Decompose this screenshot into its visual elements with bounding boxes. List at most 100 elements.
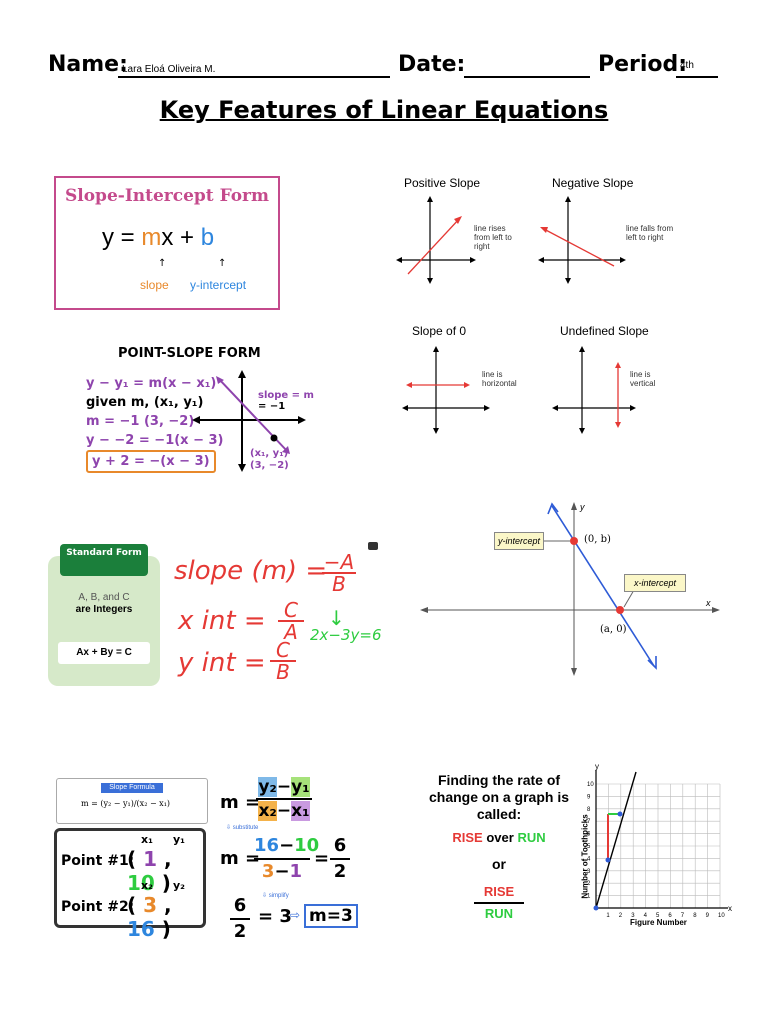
undefined-slope-graph <box>552 346 636 434</box>
negative-slope-graph <box>538 196 626 284</box>
y-intercept-callout: y-intercept <box>494 532 544 550</box>
graph-y-axis: y <box>580 502 585 512</box>
name-underline <box>118 76 390 78</box>
slope-formula-box: Slope Formula m = (y₂ − y₁)/(x₂ − x₁) <box>56 778 208 824</box>
m-equals-1: m = <box>220 792 261 813</box>
corner-mark-icon <box>368 542 378 550</box>
slope-substituted-fraction: 16−10 3−1 <box>254 835 320 882</box>
point2-label: Point #2: <box>61 899 135 915</box>
slope-label: slope <box>140 278 169 292</box>
rise-run-question: Finding the rate of change on a graph is… <box>428 772 570 822</box>
hand-yint: y int = <box>178 648 266 678</box>
tick-label: 5 <box>587 844 591 850</box>
negative-slope-note: line falls from left to right <box>626 224 674 242</box>
point2-value: ( 3 , 16 ) <box>127 893 172 941</box>
date-label: Date: <box>398 52 466 77</box>
tick-label: 10 <box>587 782 594 788</box>
point-slope-steps: y − y₁ = m(x − x₁) given m, (x₁, y₁) m =… <box>86 374 224 473</box>
tick-label: 7 <box>681 913 685 919</box>
slope-formula-box-formula: m = (y₂ − y₁)/(x₂ − x₁) <box>81 799 171 808</box>
negative-slope-title: Negative Slope <box>552 176 634 190</box>
hand-example: 2x−3y=6 <box>310 626 382 644</box>
graph-x-axis: x <box>706 598 711 608</box>
y-intercept-label: y-intercept <box>190 278 247 292</box>
name-value: Lara Eloá Oliveira M. <box>122 64 216 75</box>
positive-slope-graph <box>396 196 476 284</box>
tick-label: 9 <box>706 913 710 919</box>
tick-label: 9 <box>587 794 591 800</box>
points-box: x₁ y₁ Point #1: ( 1 , 10 ) x₂ y₂ Point #… <box>54 828 206 941</box>
point-slope-heading: POINT-SLOPE FORM <box>118 346 261 361</box>
arrow-up-icon: ↑ <box>158 258 167 269</box>
x1-label: x₁ <box>141 833 153 846</box>
arrow-up-icon: ↑ <box>218 258 227 269</box>
period-label: Period: <box>598 52 688 77</box>
final-fraction: 6 2 <box>230 894 250 944</box>
x-point: (a, 0) <box>600 624 627 635</box>
page-title: Key Features of Linear Equations <box>159 96 609 124</box>
point-slope-graph <box>192 370 306 472</box>
slope-result: m=3 <box>304 904 358 928</box>
date-underline <box>464 76 590 78</box>
arrow-right-icon: ⇨ <box>290 908 301 922</box>
slope-formula-box-title: Slope Formula <box>101 783 163 793</box>
or-label: or <box>492 856 506 872</box>
slope-intercept-card: Slope-Intercept Form y = mx + b ↑ ↑ slop… <box>54 176 280 310</box>
tick-label: 2 <box>587 881 591 887</box>
tick-label: 1 <box>606 913 610 919</box>
final-value: = 3 <box>258 906 292 927</box>
hand-yint-fraction: C B <box>270 640 296 682</box>
point-slope-line1: y − y₁ = m(x − x₁) <box>86 376 217 391</box>
toothpick-x-axis: x <box>728 904 732 913</box>
slope-intercept-equation: y = mx + b <box>102 224 215 251</box>
equals-sign: = <box>314 848 330 869</box>
standard-form-desc1: A, B, and C <box>78 592 130 603</box>
tick-label: 1 <box>587 894 591 900</box>
slope-reduced-fraction: 6 2 <box>330 834 350 884</box>
hand-slope: slope (m) = <box>174 556 328 586</box>
tick-label: 8 <box>587 807 591 813</box>
standard-form-desc2: are Integers <box>75 604 133 615</box>
point-slope-line3: m = −1 (3, −2) <box>86 414 195 429</box>
tick-label: 7 <box>587 819 591 825</box>
positive-slope-title: Positive Slope <box>404 176 481 190</box>
hand-slope-fraction: −A B <box>322 550 356 596</box>
point1-value: ( 1 , 10 ) <box>127 847 172 895</box>
hand-xint: x int = <box>178 606 266 636</box>
tick-label: 6 <box>587 832 591 838</box>
slope-intercept-heading: Slope-Intercept Form <box>64 186 270 206</box>
intercept-graph <box>420 502 720 676</box>
tick-label: 6 <box>668 913 672 919</box>
tick-label: 5 <box>656 913 660 919</box>
slope-m-note: slope = m= −1 <box>258 390 314 412</box>
y1-label: y₁ <box>173 833 185 846</box>
toothpick-y-label: Number of Toothpicks <box>580 814 590 899</box>
x-intercept-callout: x-intercept <box>624 574 686 592</box>
hand-xint-fraction: C A <box>278 600 304 642</box>
tick-label: 2 <box>619 913 623 919</box>
tick-label: 3 <box>631 913 635 919</box>
name-label: Name: <box>48 52 128 77</box>
period-underline <box>676 76 718 78</box>
standard-form-formula: Ax + By = C <box>58 642 150 664</box>
point-slope-line2: given m, (x₁, y₁) <box>86 395 204 410</box>
undefined-slope-title: Undefined Slope <box>560 324 649 338</box>
point-slope-line4: y − −2 = −1(x − 3) <box>86 433 224 448</box>
tick-label: 3 <box>587 869 591 875</box>
tick-label: 8 <box>693 913 697 919</box>
period-value: 4th <box>680 60 694 71</box>
header: Name: Lara Eloá Oliveira M. Date: Period… <box>48 52 728 82</box>
simplify-note: ⇩ simplify <box>262 893 289 899</box>
toothpick-y-axis: y <box>595 762 599 771</box>
slope-general-fraction: y₂−y₁ x₂−x₁ <box>256 776 312 822</box>
y-point: (0, b) <box>584 534 611 545</box>
m-equals-2: m = <box>220 848 261 869</box>
toothpick-x-label: Figure Number <box>630 918 687 927</box>
tick-label: 10 <box>718 913 725 919</box>
rise-run-fraction: RISE RUN <box>474 882 524 924</box>
positive-slope-note: line rises from left to right <box>474 224 512 251</box>
standard-form-heading: Standard Form <box>60 544 148 576</box>
tick-label: 4 <box>587 856 591 862</box>
x2-label: x₂ <box>141 879 153 892</box>
